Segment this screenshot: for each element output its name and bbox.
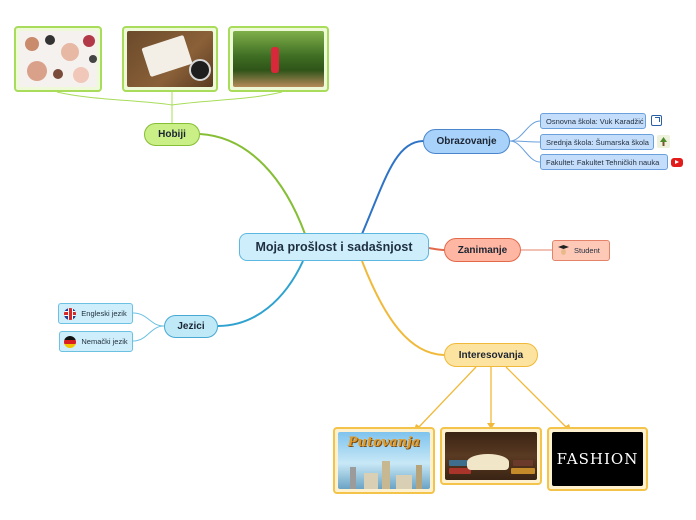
forest-school-icon — [657, 135, 670, 148]
topic-hobiji[interactable]: Hobiji — [144, 123, 200, 146]
edge-jezici-leaf-1 — [132, 312, 165, 327]
student-icon — [558, 245, 569, 256]
edge-interesovanja — [361, 260, 445, 356]
topic-interesovanja[interactable]: Interesovanja — [444, 343, 538, 367]
makeup-photo — [14, 26, 102, 92]
uk-flag-icon — [64, 307, 77, 320]
edge-obraz-leaf-3 — [509, 140, 541, 163]
edge-obraz-leaf-1 — [509, 120, 541, 142]
leaf-nemacki-jezik[interactable]: Nemački jezik — [59, 331, 133, 352]
central-topic[interactable]: Moja prošlost i sadašnjost — [239, 233, 429, 261]
edge-zanimanje — [428, 247, 445, 251]
leaf-engleski-jezik[interactable]: Engleski jezik — [58, 303, 133, 324]
leaf-fakultet[interactable]: Fakultet: Fakultet Tehničkih nauka — [540, 154, 668, 170]
travel-image: Putovanja — [333, 427, 435, 494]
edge-hobiji-images — [56, 91, 283, 123]
edge-jezici-leaf-2 — [132, 325, 165, 342]
edge-obrazovanje — [361, 140, 424, 235]
leaf-student[interactable]: Student — [552, 240, 610, 261]
leaf-srednja-skola[interactable]: Srednja škola: Šumarska škola — [540, 134, 654, 150]
running-photo — [228, 26, 329, 92]
edge-hobiji — [199, 133, 306, 235]
youtube-icon[interactable] — [671, 158, 683, 167]
topic-zanimanje[interactable]: Zanimanje — [444, 238, 521, 262]
topic-jezici[interactable]: Jezici — [164, 315, 218, 338]
fashion-image: FASHION — [547, 427, 648, 491]
germany-flag-icon — [64, 335, 77, 348]
leaf-osnovna-skola[interactable]: Osnovna škola: Vuk Karadžić — [540, 113, 646, 129]
books-image — [440, 427, 542, 485]
edge-inter-image-3 — [505, 366, 568, 429]
edge-inter-image-1 — [417, 366, 477, 429]
edge-jezici — [217, 260, 304, 327]
external-link-icon[interactable] — [651, 115, 662, 126]
reading-coffee-photo — [122, 26, 218, 92]
topic-obrazovanje[interactable]: Obrazovanje — [423, 129, 510, 154]
